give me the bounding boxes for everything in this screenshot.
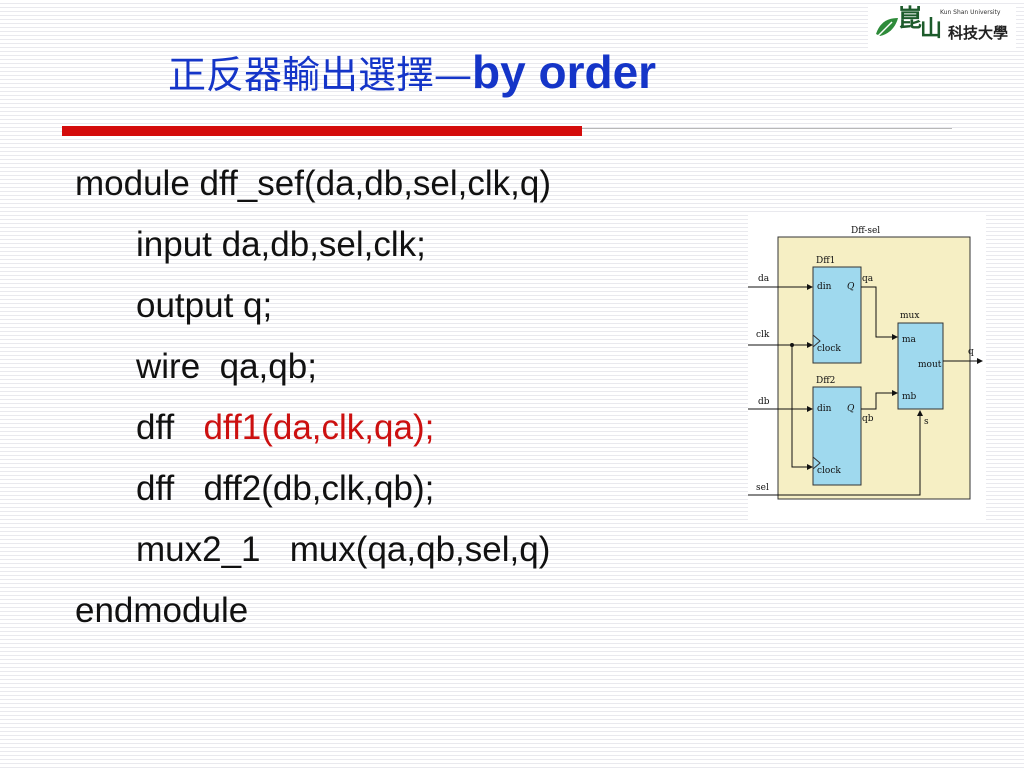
code-keyword: dff [136,408,204,447]
dff1-clock-triangle [812,334,821,348]
dff1-q-label: Q [847,282,855,292]
wires [748,284,983,496]
title-dash: — [434,53,473,97]
dff-sel-diagram: Dff-sel Dff1 din clock Q qa Dff2 din clo… [748,215,986,520]
dff2-clock-label: clock [817,466,841,476]
logo-text-en: Kun Shan University [940,9,1001,16]
code-line-input: input da,db,sel,clk; [136,225,426,264]
mux-mout-label: mout [918,360,942,370]
dff2-label: Dff2 [816,376,835,386]
mux-mb-label: mb [902,392,917,402]
code-line-wire: wire qa,qb; [136,347,317,386]
dff2-din-label: din [817,404,832,414]
leaf-icon [876,18,898,37]
dff1-din-label: din [817,282,832,292]
mux-block [897,322,944,410]
code-line-module: module dff_sef(da,db,sel,clk,q) [75,164,552,203]
dff2-out-label: qb [862,414,874,424]
mux-label: mux [900,311,919,321]
output-q-label: q [968,347,974,357]
code-line-dff1: dff dff1(da,clk,qa); [136,408,434,448]
title-english: by order [472,46,657,98]
title-underline-gray [582,128,952,129]
logo-glyph: 崑 [898,3,922,32]
module-title: Dff-sel [851,226,880,236]
code-line-dff2: dff dff2(db,clk,qb); [136,469,435,508]
dff2-q-label: Q [847,404,855,414]
wire-junctions [790,343,794,347]
code-line-mux: mux2_1 mux(qa,qb,sel,q) [136,530,551,569]
dff1-clock-label: clock [817,344,841,354]
logo-text-zh: 科技大學 [948,24,1009,42]
circuit-schematic: Dff-sel Dff1 din clock Q qa Dff2 din clo… [748,226,983,500]
input-sel-label: sel [756,483,769,493]
code-highlight: dff1(da,clk,qa); [203,408,435,447]
slide-title: 正反器輸出選擇—by order [168,44,656,104]
code-line-output: output q; [136,286,273,325]
dff2-block [812,386,862,486]
university-logo: 崑 山 Kun Shan University 科技大學 [868,4,1016,48]
title-underline-red [62,126,582,136]
logo-glyph: 山 [920,16,943,42]
mux-ma-label: ma [902,335,917,345]
dff1-label: Dff1 [816,256,835,266]
code-line-endmodule: endmodule [75,591,249,630]
title-chinese: 正反器輸出選擇 [168,53,435,97]
input-clk-label: clk [756,330,770,340]
mux-s-label: s [924,417,929,427]
dff1-out-label: qa [862,274,874,284]
dff2-clock-triangle [812,456,821,470]
input-db-label: db [758,397,770,407]
dff1-block [812,266,862,364]
input-da-label: da [758,274,770,284]
